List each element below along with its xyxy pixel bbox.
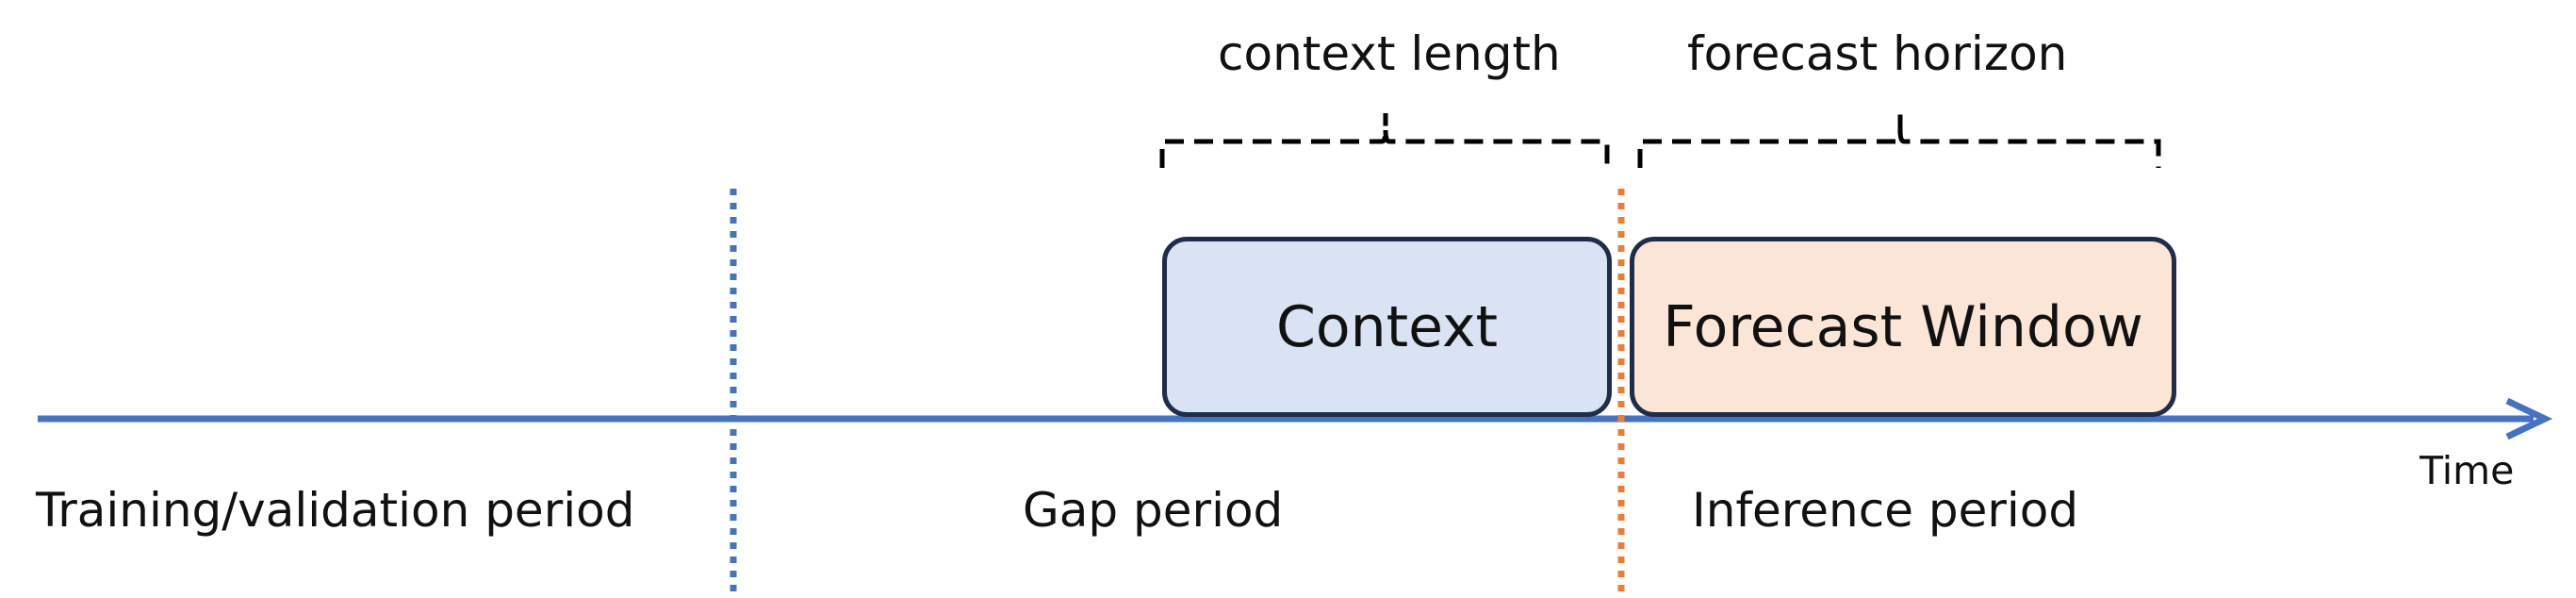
training-period-label: Training/validation period [36,483,635,538]
context-box: Context [1162,237,1612,417]
forecast-window-box: Forecast Window [1630,237,2176,417]
inference-period-label: Inference period [1692,483,2079,538]
gap-period-label: Gap period [1023,483,1284,538]
context-length-label: context length [1218,26,1561,81]
forecast-horizon-bracket [1637,113,2161,168]
time-axis-label: Time [2420,448,2515,493]
context-length-bracket [1159,113,1610,168]
arrow-right-icon [2505,397,2553,440]
forecast-horizon-label: forecast horizon [1687,26,2068,81]
